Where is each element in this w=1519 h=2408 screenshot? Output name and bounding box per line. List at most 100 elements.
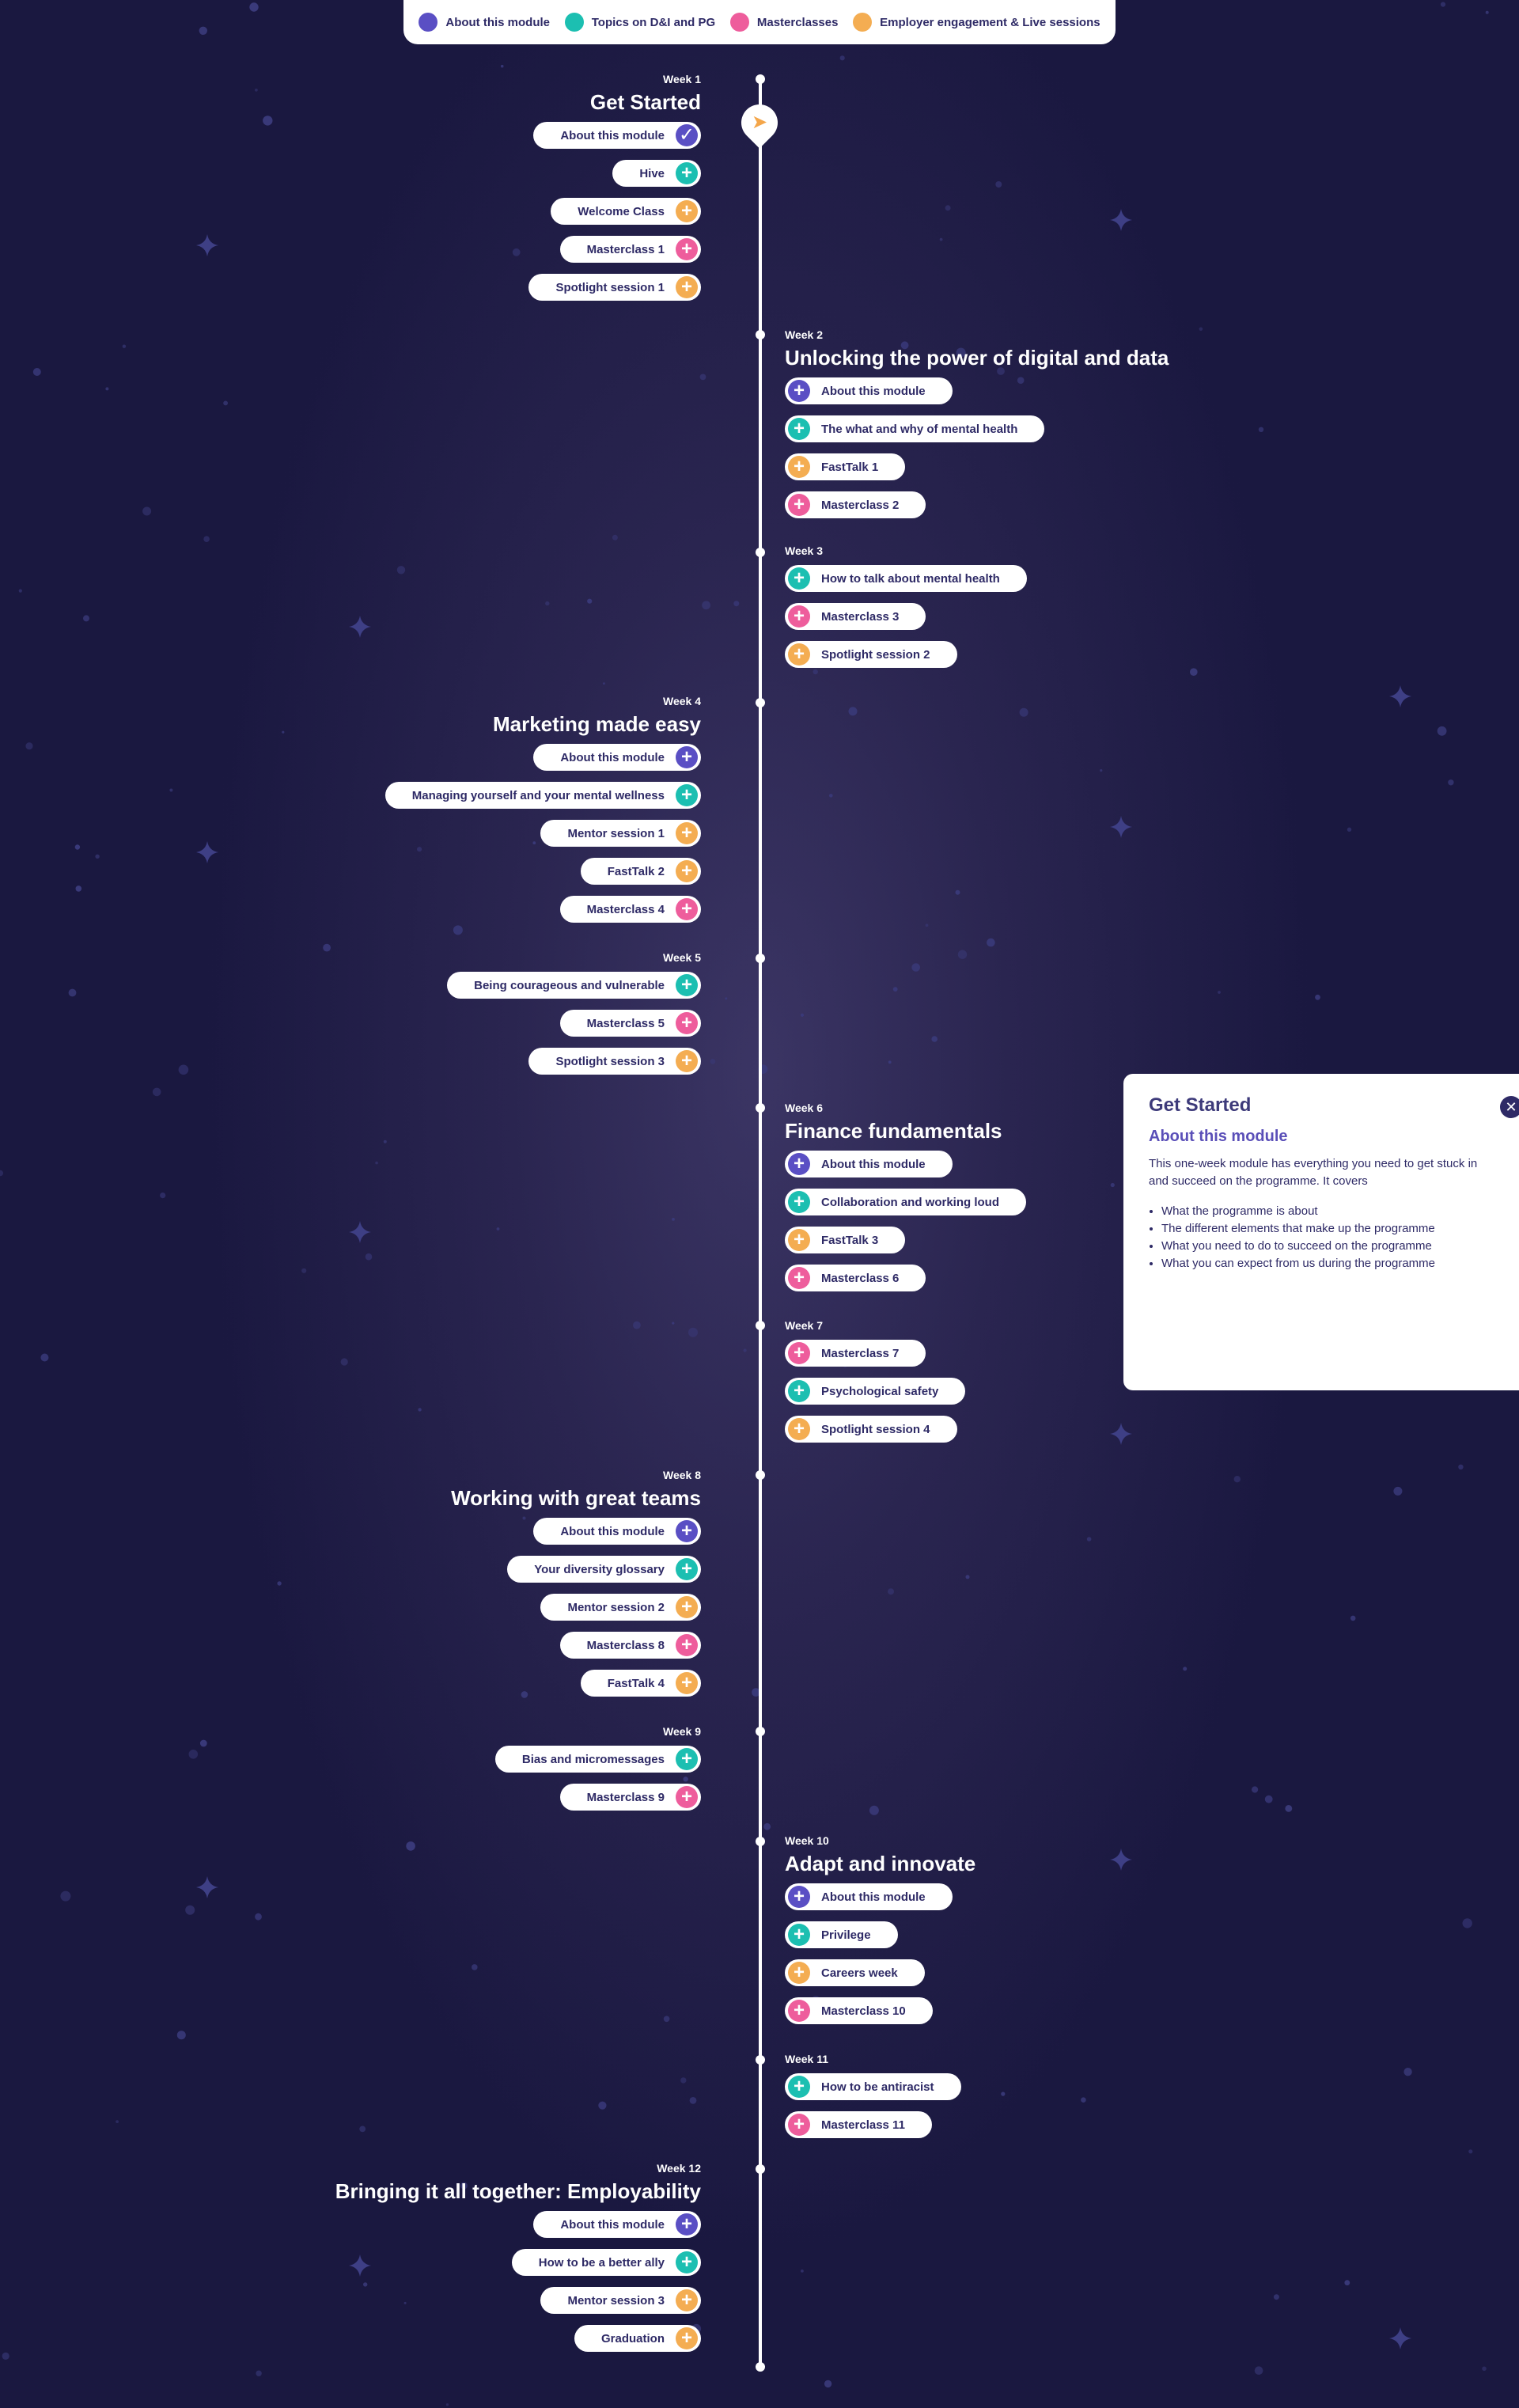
star-dot xyxy=(900,341,909,350)
module-item-button[interactable]: +How to talk about mental health xyxy=(785,565,1027,592)
module-item-button[interactable]: +Masterclass 10 xyxy=(785,1997,933,2024)
module-item-button[interactable]: Mentor session 2+ xyxy=(540,1594,701,1621)
module-item-button[interactable]: +Spotlight session 4 xyxy=(785,1416,957,1443)
module-item-label: Masterclass 6 xyxy=(821,1271,900,1285)
module-item-button[interactable]: +Careers week xyxy=(785,1959,925,1986)
plus-icon: + xyxy=(676,162,698,184)
module-item-button[interactable]: Your diversity glossary+ xyxy=(507,1556,701,1583)
module-item-button[interactable]: +FastTalk 1 xyxy=(785,453,906,480)
timeline-week-dot xyxy=(756,74,765,84)
module-item-button[interactable]: Graduation+ xyxy=(574,2325,701,2352)
rocket-icon: ➤ xyxy=(751,112,768,134)
legend-item-employer: Employer engagement & Live sessions xyxy=(853,13,1100,32)
module-item-button[interactable]: Hive+ xyxy=(612,160,701,187)
popup-title: Get Started xyxy=(1149,1094,1252,1116)
module-item-label: Masterclass 2 xyxy=(821,498,900,512)
module-item-button[interactable]: +About this module xyxy=(785,1883,953,1910)
star-dot xyxy=(1285,1805,1293,1812)
star-dot xyxy=(116,2120,119,2124)
timeline-line xyxy=(759,78,762,2368)
module-item-button[interactable]: +Privilege xyxy=(785,1921,898,1948)
star-dot xyxy=(955,889,960,895)
module-item-button[interactable]: Masterclass 8+ xyxy=(559,1632,701,1659)
module-item-button[interactable]: About this module+ xyxy=(533,744,701,771)
module-item-button[interactable]: +Masterclass 3 xyxy=(785,603,926,630)
module-item-button[interactable]: About this module+ xyxy=(533,1518,701,1545)
module-item-button[interactable]: Mentor session 3+ xyxy=(540,2287,701,2314)
close-icon[interactable]: ✕ xyxy=(1500,1096,1519,1118)
star-dot xyxy=(612,534,618,540)
module-item-button[interactable]: +About this module xyxy=(785,377,953,404)
module-item-button[interactable]: FastTalk 4+ xyxy=(580,1670,701,1697)
star-dot xyxy=(340,1358,348,1366)
module-item-label: Mentor session 3 xyxy=(567,2293,665,2308)
module-item-label: FastTalk 1 xyxy=(821,460,879,474)
star-dot xyxy=(453,925,463,935)
module-item-button[interactable]: +How to be antiracist xyxy=(785,2073,961,2100)
module-item-button[interactable]: About this module+ xyxy=(533,2211,701,2238)
popup-bullet: What the programme is about xyxy=(1161,1203,1510,1220)
module-item-button[interactable]: +Masterclass 2 xyxy=(785,491,926,518)
week-label: Week 7 xyxy=(785,1319,823,1332)
module-item-button[interactable]: Masterclass 5 + xyxy=(559,1010,701,1037)
module-item-button[interactable]: Being courageous and vulnerable+ xyxy=(447,972,701,999)
module-item-button[interactable]: Spotlight session 1+ xyxy=(528,274,701,301)
module-item-button[interactable]: +About this module xyxy=(785,1151,953,1177)
star-dot xyxy=(249,2,259,12)
star-dot xyxy=(152,1087,161,1097)
module-item-button[interactable]: Welcome Class+ xyxy=(551,198,701,225)
legend-label: Masterclasses xyxy=(756,15,839,29)
plus-icon: + xyxy=(676,1012,698,1034)
star-dot xyxy=(32,368,41,376)
star-dot xyxy=(363,2282,368,2287)
module-item-button[interactable]: +Masterclass 7 xyxy=(785,1340,926,1367)
module-item-button[interactable]: Managing yourself and your mental wellne… xyxy=(384,782,701,809)
star-dot xyxy=(1344,2280,1350,2286)
module-item-label: Masterclass 5 xyxy=(586,1016,665,1030)
star-dot xyxy=(199,26,207,35)
star-dot xyxy=(598,2101,607,2110)
star-dot xyxy=(688,1327,698,1337)
module-item-label: Mentor session 2 xyxy=(567,1600,665,1614)
module-item-button[interactable]: Masterclass 9 + xyxy=(559,1784,701,1811)
module-item-label: About this module xyxy=(560,1524,665,1538)
star-dot xyxy=(1017,377,1025,385)
sparkle-icon xyxy=(1110,816,1132,838)
star-dot xyxy=(74,844,81,850)
week-label: Week 9 xyxy=(663,1725,701,1738)
module-item-button[interactable]: +Masterclass 6 xyxy=(785,1265,926,1291)
plus-icon: + xyxy=(676,746,698,768)
module-item-button[interactable]: +Spotlight session 2 xyxy=(785,641,957,668)
plus-icon: + xyxy=(676,2213,698,2235)
star-dot xyxy=(725,997,728,1000)
module-item-button[interactable]: About this module✓ xyxy=(533,122,701,149)
popup-bullet: The different elements that make up the … xyxy=(1161,1220,1510,1238)
module-item-button[interactable]: How to be a better ally+ xyxy=(511,2249,701,2276)
module-item-button[interactable]: +FastTalk 3 xyxy=(785,1227,906,1253)
module-item-button[interactable]: +The what and why of mental health xyxy=(785,415,1045,442)
module-item-button[interactable]: Mentor session 1+ xyxy=(540,820,701,847)
plus-icon: + xyxy=(676,1786,698,1808)
module-item-button[interactable]: +Masterclass 11 xyxy=(785,2111,932,2138)
star-dot xyxy=(945,205,951,211)
module-item-button[interactable]: Spotlight session 3+ xyxy=(528,1048,701,1075)
star-dot xyxy=(801,2270,804,2273)
module-item-button[interactable]: Bias and micromessages+ xyxy=(494,1746,701,1773)
star-dot xyxy=(587,598,593,604)
star-dot xyxy=(1458,1464,1464,1470)
module-item-button[interactable]: +Psychological safety xyxy=(785,1378,966,1405)
star-dot xyxy=(965,1575,970,1579)
module-item-button[interactable]: Masterclass 1+ xyxy=(559,236,701,263)
module-item-label: Privilege xyxy=(821,1928,871,1942)
check-icon: ✓ xyxy=(676,124,698,146)
module-item-label: Masterclass 9 xyxy=(586,1790,665,1804)
star-dot xyxy=(710,1059,716,1064)
star-dot xyxy=(142,506,152,516)
module-item-button[interactable]: Masterclass 4+ xyxy=(559,896,701,923)
module-item-button[interactable]: +Collaboration and working loud xyxy=(785,1189,1026,1215)
week-item-list: About this module+ How to be a better all… xyxy=(0,2211,701,2352)
plus-icon: + xyxy=(676,1634,698,1656)
module-item-label: Masterclass 3 xyxy=(821,609,900,624)
module-item-button[interactable]: FastTalk 2+ xyxy=(580,858,701,885)
